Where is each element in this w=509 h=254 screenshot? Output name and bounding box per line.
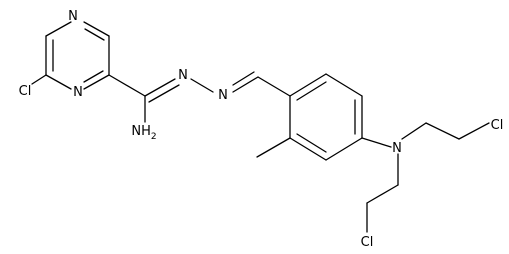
atom-nh2: NH2 <box>131 124 156 142</box>
bond-ring-c-bottom-right-to-n-bottom-inner <box>83 70 104 83</box>
atom-nh2-main: NH <box>131 124 151 139</box>
bond-ring-n-top-to-c-top-left <box>45 21 72 37</box>
atom-cl-pyrazine: Cl <box>19 84 32 99</box>
bond-pyrazine-c-to-cl <box>31 74 47 85</box>
bond-ring-to-amidine-c <box>108 74 146 97</box>
bond-benzene-2-3 <box>325 73 363 97</box>
atom-nh2-subscript: 2 <box>151 132 157 142</box>
bond-ch2-top-to-ch2 <box>425 122 460 140</box>
bond-ch2-bottom-to-ch2 <box>366 184 399 204</box>
bond-n-ch-double-2 <box>232 71 255 86</box>
bond-benzene-5-6-inner <box>296 133 327 153</box>
bond-benzene-4-5 <box>325 137 363 161</box>
bond-benzene-1-2 <box>289 73 327 97</box>
bond-benzene-5-6 <box>289 137 327 161</box>
bond-layer <box>31 21 490 233</box>
atom-cl-ethyl-top: Cl <box>491 118 504 133</box>
bond-ring-n-top-to-c-top-right-inner <box>84 28 105 41</box>
bond-n-n <box>190 78 214 93</box>
bond-n-to-ch2-top <box>401 122 427 140</box>
bond-amidine-c-n-double-1 <box>144 78 176 97</box>
atom-n-aniline: N <box>392 141 402 156</box>
bond-amidine-c-n-double-2 <box>148 84 180 103</box>
bond-benzene-to-methyl <box>256 137 291 158</box>
bond-ring-c-bottom-right-to-n-bottom <box>83 74 110 90</box>
atom-n-pyrazine-bottom: N <box>73 85 83 100</box>
atom-cl-ethyl-bottom: Cl <box>361 235 374 250</box>
bond-n-ch-double-1 <box>232 76 259 93</box>
bond-benzene-to-n <box>361 137 392 148</box>
bond-ch2-to-cl-top <box>458 122 490 140</box>
atom-n-hydrazone-2: N <box>218 88 228 103</box>
atom-n-pyrazine-top: N <box>68 9 78 24</box>
bond-benzene-1-2-inner <box>296 81 327 101</box>
bond-ring-n-top-to-c-top-right <box>83 21 110 37</box>
bond-ring-n-bottom-to-c-bottom-left <box>45 74 72 90</box>
bond-ch-to-benzene <box>257 76 291 97</box>
atom-label-layer: N N Cl NH2 N N N Cl Cl <box>19 9 504 250</box>
atom-n-hydrazone-1: N <box>178 68 188 83</box>
